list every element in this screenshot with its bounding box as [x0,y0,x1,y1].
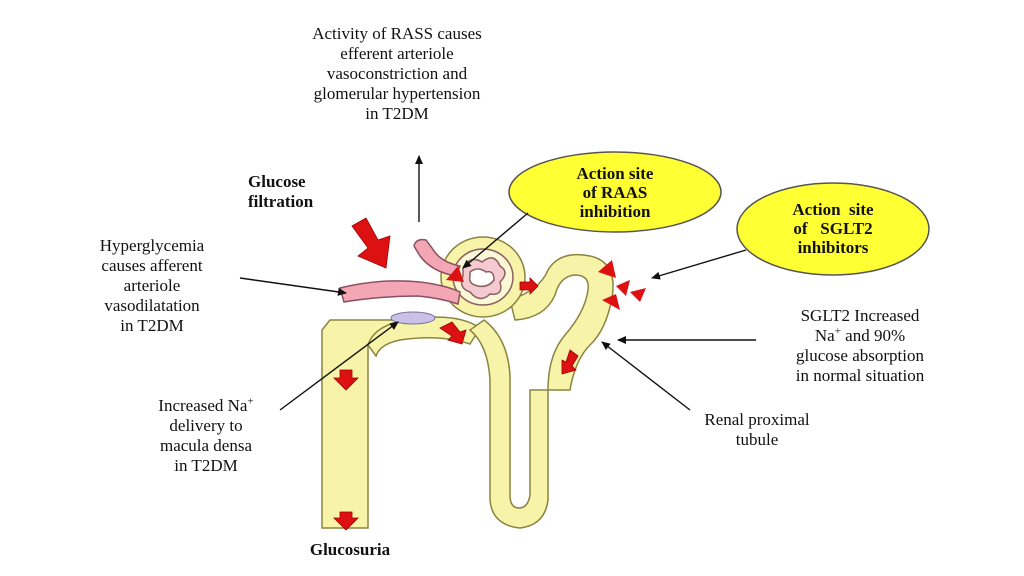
raas-pointer [462,212,529,269]
sglt2-triangles [446,260,646,310]
red-flow-arrows [333,217,579,531]
sglt2-callout-text: Action site of SGLT2 inhibitors [792,200,874,257]
na-delivery-label: Increased Na+ delivery to macula densa i… [158,395,254,475]
afferent-arteriole [339,280,461,305]
raas-callout [508,151,722,233]
glucose-filtration-arrow [351,217,391,269]
arrow-distal [439,321,467,345]
pointer-lines [239,155,756,411]
na-sup: + [247,395,254,408]
glucose-filtration-label: Glucose filtration [248,172,314,211]
sglt2-callout [736,182,930,276]
collecting-duct [321,319,410,529]
proximal-tubule-pointer [601,341,691,411]
arrow-proximal-down [561,349,579,375]
arrow-bowman [519,277,539,295]
hyperglycemia-label: Hyperglycemia causes afferent arteriole … [99,236,205,335]
na-delivery-line1: Increased Na [158,396,248,415]
sglt2-pointer [651,249,747,280]
sglt2-absorption-label: SGLT2 Increased Na+ and 90% glucose abso… [795,306,925,385]
efferent-arteriole [413,238,462,277]
macula-densa [390,311,436,325]
glomerulus [452,248,514,306]
rass-activity-label: Activity of RASS causes efferent arterio… [312,24,482,123]
na-delivery-pointer [279,321,399,411]
arrow-collecting-down-2 [333,511,359,531]
raas-callout-text: Action site of RAAS inhibition [576,164,654,221]
arrow-collecting-down-1 [333,369,359,391]
glucosuria-label: Glucosuria [309,540,391,559]
loop-descending-limb [468,319,549,529]
proximal-tubule-label: Renal proximal tubule [704,410,810,449]
hyperglycemia-pointer [239,277,347,296]
